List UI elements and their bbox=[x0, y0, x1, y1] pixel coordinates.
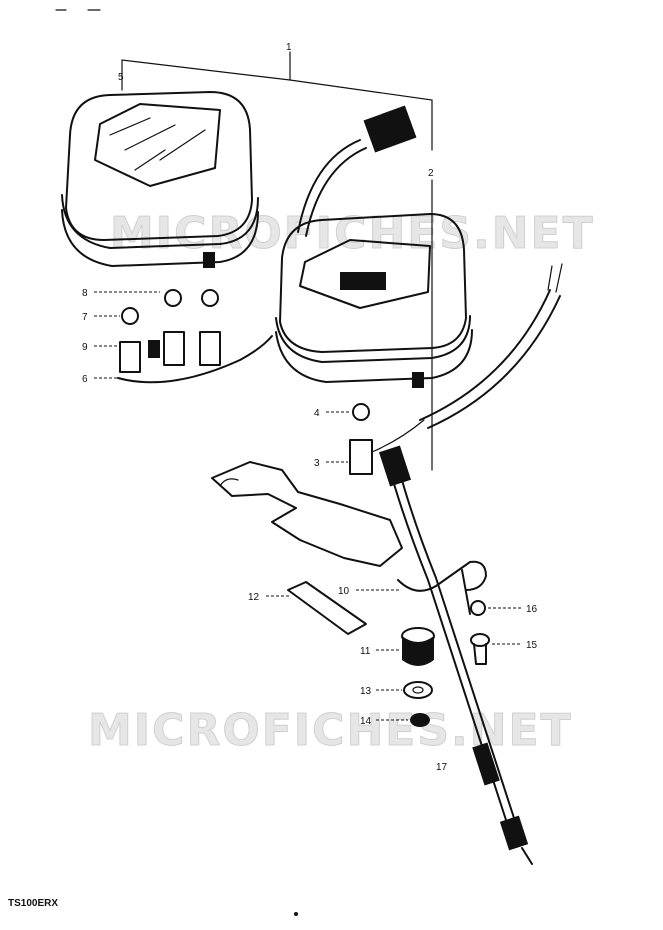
callout-15: 15 bbox=[526, 640, 538, 651]
speedometer-cable bbox=[378, 445, 533, 865]
callout-9: 9 bbox=[82, 342, 88, 353]
callout-8: 8 bbox=[82, 288, 88, 299]
grommet bbox=[401, 627, 435, 666]
callout-12: 12 bbox=[248, 592, 260, 603]
cushion-plate bbox=[287, 581, 367, 635]
mounting-plate bbox=[211, 461, 403, 567]
assembly-bracket bbox=[121, 51, 433, 471]
wiring-connector bbox=[363, 105, 417, 153]
callout-7: 7 bbox=[82, 312, 88, 323]
indicator-window bbox=[340, 272, 386, 290]
screw bbox=[470, 633, 490, 665]
nut bbox=[410, 713, 430, 727]
callout-5: 5 bbox=[118, 72, 124, 83]
callout-3: 3 bbox=[314, 458, 320, 469]
page-dot bbox=[294, 912, 298, 916]
callout-6: 6 bbox=[82, 374, 88, 385]
cable-clamp bbox=[397, 560, 487, 616]
watermark-top: MICROFICHES.NET bbox=[110, 208, 595, 259]
washer bbox=[403, 681, 433, 699]
bulb-socket-right bbox=[349, 403, 425, 475]
bulb-sockets-left bbox=[117, 289, 273, 384]
callout-4: 4 bbox=[314, 408, 320, 419]
callout-17: 17 bbox=[436, 762, 448, 773]
right-meter-stud bbox=[412, 372, 424, 388]
callout-16: 16 bbox=[526, 604, 538, 615]
callout-1: 1 bbox=[286, 42, 292, 53]
left-meter-assembly bbox=[61, 91, 259, 268]
model-code: TS100ERX bbox=[8, 898, 58, 909]
callout-11: 11 bbox=[360, 646, 371, 657]
callout-13: 13 bbox=[360, 686, 372, 697]
callout-2: 2 bbox=[428, 168, 434, 179]
right-meter-assembly bbox=[275, 213, 473, 388]
leader-lines bbox=[94, 291, 522, 721]
wiring-harness bbox=[297, 105, 563, 429]
callout-14: 14 bbox=[360, 716, 372, 727]
watermark-bottom: MICROFICHES.NET bbox=[88, 705, 573, 756]
callout-10: 10 bbox=[338, 586, 350, 597]
left-meter-stud bbox=[203, 252, 215, 268]
